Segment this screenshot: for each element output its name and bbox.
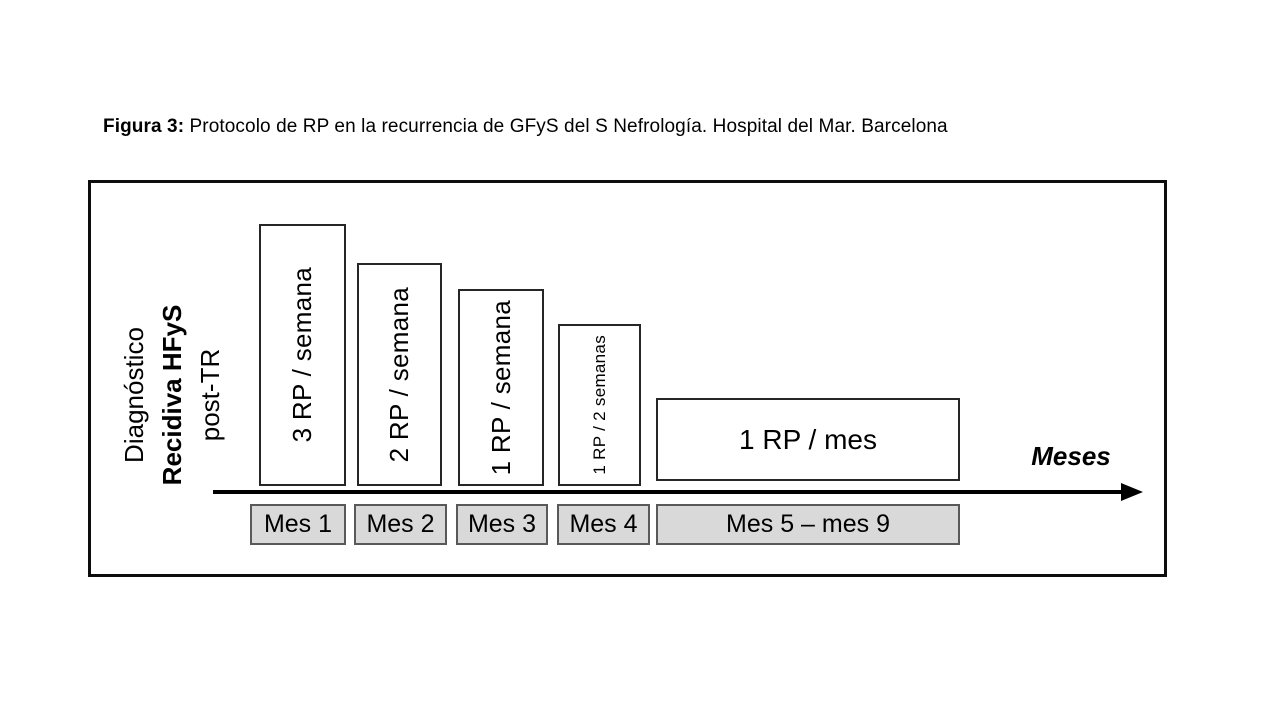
month-box-mes5-9: Mes 5 – mes 9 <box>656 504 960 545</box>
phase-bar-label: 3 RP / semana <box>287 267 317 443</box>
diagram-frame: Diagnóstico Recidiva HFyS post-TR 3 RP /… <box>88 180 1167 577</box>
phase-bar-label: 2 RP / semana <box>384 286 414 463</box>
month-box-mes2: Mes 2 <box>354 504 447 545</box>
month-box-mes3: Mes 3 <box>456 504 548 545</box>
phase-bar-label: 1 RP / semana <box>485 299 516 476</box>
timeline-arrowhead-icon <box>1121 483 1143 501</box>
month-box-mes1: Mes 1 <box>250 504 346 545</box>
timeline-axis <box>213 490 1123 494</box>
phase-bar-1rp-semana: 1 RP / semana <box>458 289 544 486</box>
figure-caption: Figura 3: Protocolo de RP en la recurren… <box>103 114 948 140</box>
phase-bar-label: 1 RP / 2 semanas <box>589 335 609 475</box>
diagnosis-label-line3: post-TR <box>195 348 225 442</box>
figure-caption-label: Figura 3: <box>103 116 185 137</box>
month-box-mes4: Mes 4 <box>557 504 650 545</box>
figure-caption-text: Protocolo de RP en la recurrencia de GFy… <box>184 116 948 137</box>
diagnosis-label-line2: Recidiva HFyS <box>157 304 187 486</box>
timeline-axis-label: Meses <box>1031 441 1111 471</box>
phase-bar-1rp-2semanas: 1 RP / 2 semanas <box>558 324 641 486</box>
phase-bar-1rp-mes: 1 RP / mes <box>656 398 960 481</box>
phase-bar-3rp-semana: 3 RP / semana <box>259 224 346 486</box>
phase-bar-label: 1 RP / mes <box>739 423 877 455</box>
diagnosis-label: Diagnóstico Recidiva HFyS post-TR <box>115 265 229 525</box>
phase-bar-2rp-semana: 2 RP / semana <box>357 263 442 486</box>
diagnosis-label-line1: Diagnóstico <box>119 327 149 463</box>
